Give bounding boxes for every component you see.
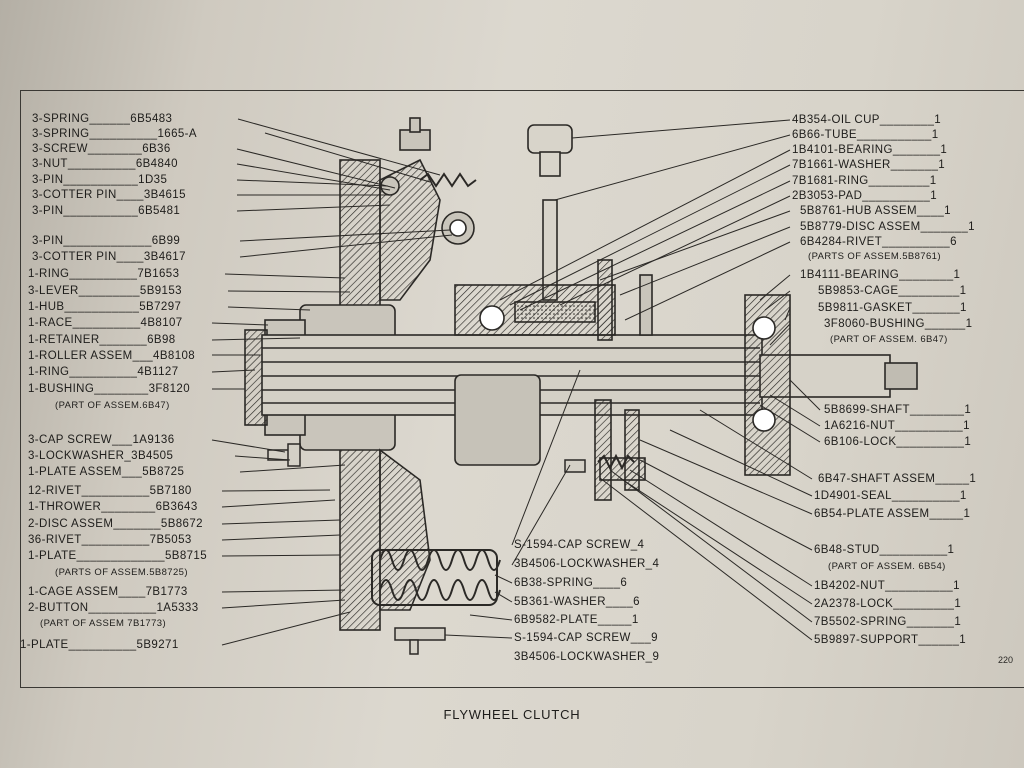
- part-label: 6B48-STUD__________1: [814, 544, 955, 556]
- part-label: 1-PLATE_____________5B8715: [28, 550, 207, 562]
- part-label: 5B8699-SHAFT________1: [824, 404, 972, 416]
- bearing-housing: [454, 259, 653, 341]
- part-label: 6B9582-PLATE_____1: [514, 614, 639, 626]
- springs: [371, 172, 635, 606]
- part-label: 1-RING__________4B1127: [28, 366, 179, 378]
- part-label: 7B1661-WASHER_______1: [792, 159, 946, 171]
- part-label: 7B5502-SPRING_______1: [814, 616, 962, 628]
- part-label: 12-RIVET__________5B7180: [28, 485, 192, 497]
- part-label: 1B4101-BEARING_______1: [792, 144, 948, 156]
- part-label: 3B4506-LOCKWASHER_9: [514, 651, 660, 663]
- part-label: 1-PLATE__________5B9271: [20, 639, 179, 651]
- part-label: 1-RACE__________4B8107: [28, 317, 183, 329]
- part-label: 3-CAP SCREW___1A9136: [28, 434, 175, 446]
- part-label: 6B4284-RIVET__________6: [800, 236, 957, 248]
- part-label: 2B3053-PAD__________1: [792, 190, 938, 202]
- part-label: 5B9811-GASKET_______1: [818, 302, 967, 314]
- part-label: 6B38-SPRING____6: [514, 577, 628, 589]
- part-label: 6B66-TUBE___________1: [792, 129, 939, 141]
- part-label: 1-RING__________7B1653: [28, 268, 180, 280]
- part-label: 3-COTTER PIN____3B4617: [32, 251, 186, 263]
- part-label: 1-PLATE ASSEM___5B8725: [28, 466, 185, 478]
- part-note: (PART OF ASSEM 7B1773): [40, 618, 167, 629]
- part-label: 1B4111-BEARING________1: [800, 269, 961, 281]
- part-note: (PARTS OF ASSEM.5B8725): [55, 567, 188, 578]
- part-label: 3-PIN___________6B5481: [32, 205, 181, 217]
- part-label: 3-PIN_____________6B99: [32, 235, 181, 247]
- part-note: (PART OF ASSEM.6B47): [55, 400, 170, 411]
- part-label: 3-SPRING__________1665-A: [32, 128, 197, 140]
- part-label: 1-CAGE ASSEM____7B1773: [28, 586, 188, 598]
- part-label: 1-THROWER________6B3643: [28, 501, 198, 513]
- part-label: 5B8779-DISC ASSEM_______1: [800, 221, 975, 233]
- center-shaft: [261, 334, 918, 466]
- oil-cup: [527, 124, 573, 301]
- part-label: 1-HUB___________5B7297: [28, 301, 182, 313]
- part-label: 6B54-PLATE ASSEM_____1: [814, 508, 971, 520]
- part-label: 36-RIVET__________7B5053: [28, 534, 192, 546]
- part-label: 6B47-SHAFT ASSEM_____1: [818, 473, 977, 485]
- part-label: 2A2378-LOCK_________1: [814, 598, 962, 610]
- bolts: [267, 443, 586, 655]
- part-label: 3F8060-BUSHING______1: [824, 318, 973, 330]
- part-label: 1D4901-SEAL__________1: [814, 490, 967, 502]
- part-label: 5B9897-SUPPORT______1: [814, 634, 967, 646]
- part-label: 4B354-OIL CUP________1: [792, 114, 942, 126]
- part-label: 2-DISC ASSEM_______5B8672: [28, 518, 203, 530]
- page-number: 220: [998, 655, 1014, 665]
- part-label: S-1594-CAP SCREW_4: [514, 539, 645, 551]
- part-label: 5B8761-HUB ASSEM____1: [800, 205, 951, 217]
- figure-caption: FLYWHEEL CLUTCH: [443, 707, 581, 722]
- part-label: 3-LEVER_________5B9153: [28, 285, 182, 297]
- part-label: 6B106-LOCK__________1: [824, 436, 972, 448]
- part-label: 7B1681-RING_________1: [792, 175, 937, 187]
- part-label: 3B4506-LOCKWASHER_4: [514, 558, 660, 570]
- part-note: (PART OF ASSEM. 6B54): [828, 561, 946, 572]
- disc-pack: [594, 294, 791, 501]
- diagram-frame: [20, 90, 1024, 688]
- part-label: 1A6216-NUT__________1: [824, 420, 970, 432]
- part-label: 3-PIN___________1D35: [32, 174, 168, 186]
- part-label: 3-SPRING______6B5483: [32, 113, 173, 125]
- part-label: 1-RETAINER_______6B98: [28, 334, 176, 346]
- part-label: 1-ROLLER ASSEM___4B8108: [28, 350, 196, 362]
- part-label: 3-LOCKWASHER_3B4505: [28, 450, 174, 462]
- part-label: 2-BUTTON__________1A5333: [28, 602, 199, 614]
- part-label: S-1594-CAP SCREW___9: [514, 632, 658, 644]
- part-label: 3-SCREW________6B36: [32, 143, 171, 155]
- part-note: (PARTS OF ASSEM.5B8761): [808, 251, 941, 262]
- part-label: 3-NUT__________6B4840: [32, 158, 178, 170]
- part-label: 5B9853-CAGE_________1: [818, 285, 967, 297]
- leader-lines: [211, 118, 821, 646]
- part-label: 5B361-WASHER____6: [514, 596, 640, 608]
- part-note: (PART OF ASSEM. 6B47): [830, 334, 948, 345]
- part-label: 1B4202-NUT__________1: [814, 580, 960, 592]
- part-label: 1-BUSHING________3F8120: [28, 383, 190, 395]
- part-label: 3-COTTER PIN____3B4615: [32, 189, 186, 201]
